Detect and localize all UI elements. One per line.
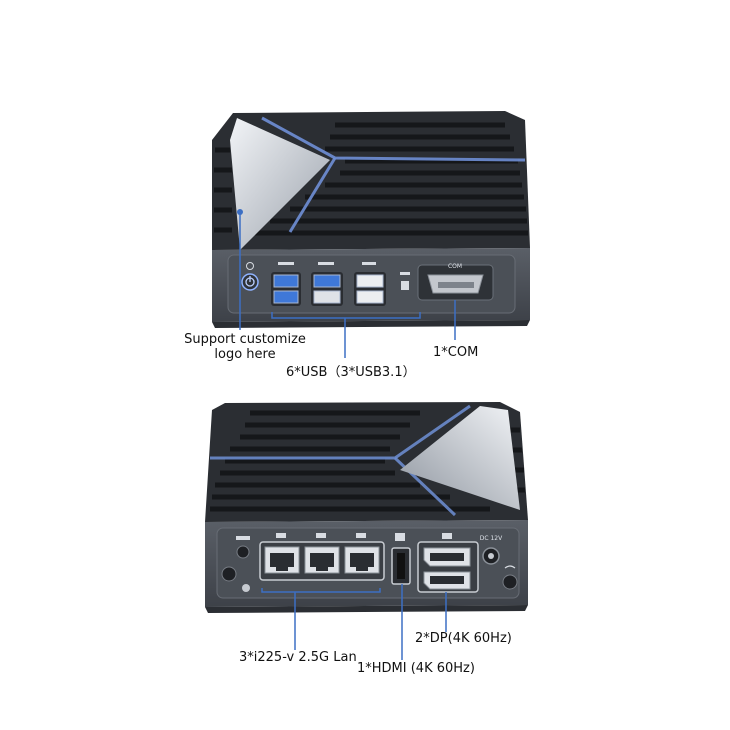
lan-label: 3*i225-v 2.5G Lan	[239, 650, 357, 665]
rear-device: DC 12V	[205, 402, 528, 660]
wifi-icon	[504, 565, 516, 569]
logo-customize-label: Support customize logo here	[170, 332, 320, 362]
com-port	[417, 264, 494, 301]
lan-icon	[276, 533, 366, 538]
callout-lines-rear	[261, 584, 447, 660]
power-icon	[246, 262, 254, 270]
displayport-icon	[442, 533, 452, 539]
power-button	[241, 273, 259, 291]
lan-ports	[259, 541, 385, 581]
callout-lines-front	[239, 212, 456, 358]
audio-jack-icon	[236, 536, 250, 540]
com-port-text: COM	[448, 263, 462, 270]
logo-panel	[230, 118, 330, 250]
dc-jack	[482, 547, 500, 565]
logo-label-line1: Support customize	[184, 332, 306, 347]
usb-label: 6*USB（3*USB3.1）	[286, 365, 416, 380]
front-device: COM	[212, 111, 530, 358]
hdmi-icon	[395, 533, 405, 541]
dp-label: 2*DP(4K 60Hz)	[415, 631, 512, 646]
usb-ports	[271, 272, 386, 306]
dc-text: DC 12V	[480, 535, 503, 542]
com-label: 1*COM	[433, 345, 479, 360]
hdmi-label: 1*HDMI (4K 60Hz)	[357, 661, 475, 676]
dp-ports	[417, 541, 479, 593]
usb-icon	[278, 262, 376, 265]
logo-label-line2: logo here	[214, 347, 276, 362]
hdmi-port	[391, 547, 411, 585]
